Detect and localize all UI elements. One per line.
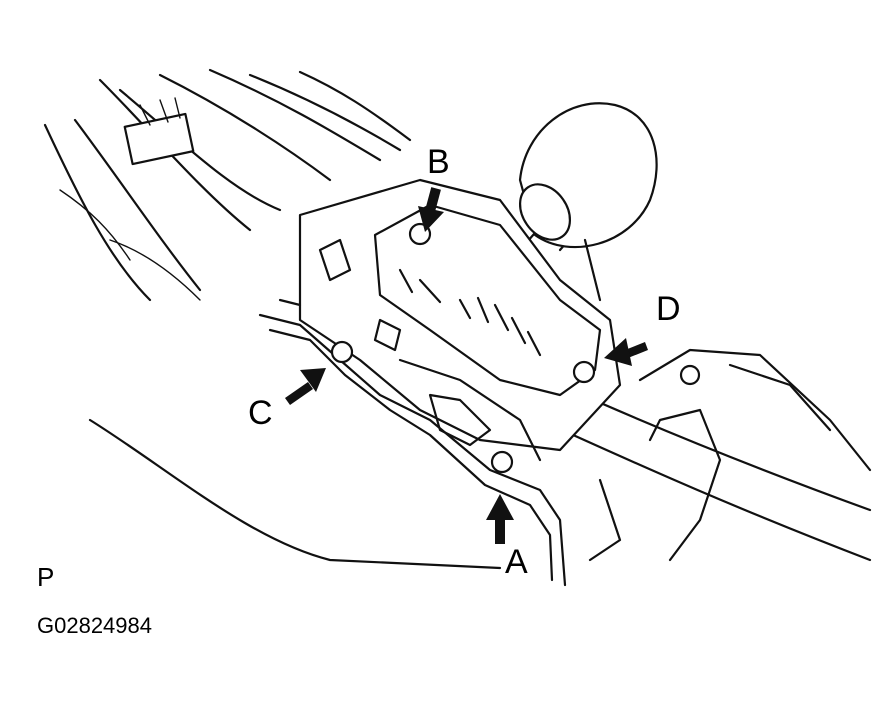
wire-harness	[43, 68, 412, 302]
arrow-d-icon	[604, 338, 648, 366]
bolt-d	[572, 360, 596, 384]
arrow-b-icon	[418, 187, 444, 232]
callout-a-label: A	[505, 543, 528, 581]
callout-c-label: C	[248, 394, 273, 432]
figure-code: G02824984	[37, 613, 152, 638]
arrow-c-icon	[285, 368, 326, 405]
view-label: P	[37, 562, 55, 592]
arrow-a-icon	[486, 494, 514, 544]
callout-d-label: D	[656, 290, 681, 328]
callout-b-label: B	[427, 143, 450, 181]
bolt-a	[490, 450, 514, 474]
shift-knob	[518, 102, 658, 322]
mounting-rail	[258, 298, 567, 587]
console-outline	[88, 418, 502, 570]
bolt-c	[330, 340, 354, 364]
right-bracket	[588, 348, 872, 562]
